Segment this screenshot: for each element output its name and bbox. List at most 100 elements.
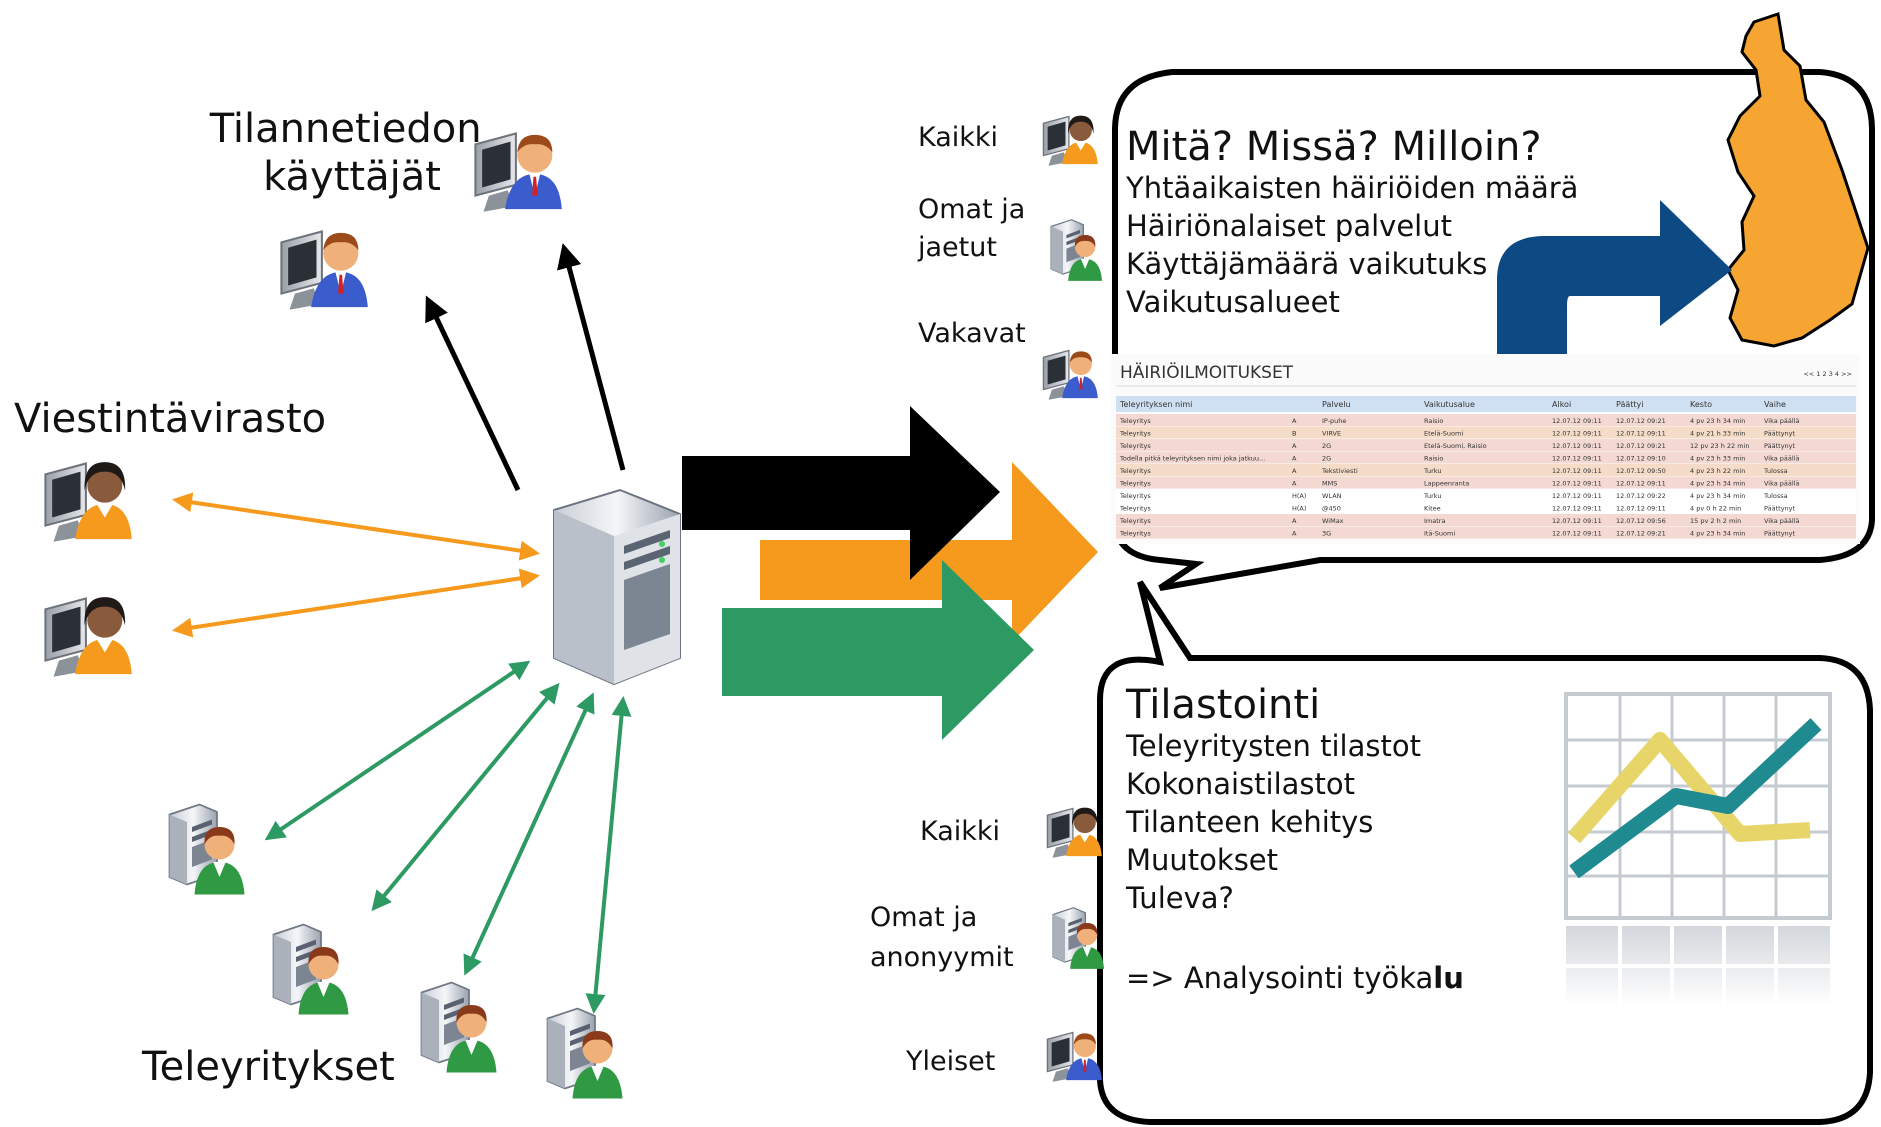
table-cell: 2G (1322, 442, 1331, 450)
arrow-agency-a (172, 492, 540, 561)
table-cell: Kitee (1424, 505, 1441, 513)
server-user-icon (420, 981, 498, 1074)
table-cell: 12.07.12 09:10 (1616, 455, 1666, 463)
table-cell: WiMax (1322, 517, 1344, 525)
table-cell: MMS (1322, 480, 1337, 488)
table-cell: 4 pv 23 h 33 min (1690, 455, 1745, 463)
user-computer-icon (1042, 349, 1099, 401)
server-user-icon (1050, 219, 1103, 282)
table-header-cell[interactable]: Vaikutusalue (1424, 400, 1475, 409)
table-header-cell[interactable]: Palvelu (1322, 400, 1351, 409)
table-cell: Raisio (1424, 455, 1443, 463)
table-cell: 12.07.12 09:11 (1552, 480, 1602, 488)
table-cell: Turku (1423, 492, 1441, 500)
table-cell: Teleyritys (1119, 530, 1151, 538)
table-header-cell[interactable]: Päättyi (1616, 400, 1644, 409)
server-user-icon (1052, 907, 1105, 970)
table-cell: Päättynyt (1764, 430, 1796, 438)
top-panel-line: Käyttäjämäärä vaikutuks (1126, 247, 1487, 281)
table-cell: A (1292, 517, 1297, 525)
table-cell: A (1292, 442, 1297, 450)
table-cell: 12.07.12 09:11 (1552, 430, 1602, 438)
arrow-operator-a (264, 660, 531, 841)
incident-table-title: HÄIRIÖILMOITUKSET (1120, 361, 1294, 383)
table-row[interactable] (1116, 526, 1856, 539)
table-cell: H(A) (1292, 505, 1306, 513)
table-row[interactable] (1116, 464, 1856, 476)
bottom-panel-line: Tilanteen kehitys (1125, 805, 1373, 839)
table-cell: 12.07.12 09:11 (1552, 442, 1602, 450)
server-user-icon (272, 923, 350, 1016)
user-computer-icon (44, 461, 133, 543)
table-cell: Päättynyt (1764, 505, 1796, 513)
flow-arrow-green (722, 560, 1034, 740)
table-cell: IP-puhe (1322, 417, 1346, 425)
table-row[interactable] (1116, 451, 1856, 464)
table-cell: Turku (1423, 467, 1441, 475)
table-header-cell[interactable]: Alkoi (1552, 400, 1571, 409)
table-row[interactable] (1116, 501, 1856, 514)
table-cell: Etelä-Suomi (1424, 430, 1463, 438)
table-row[interactable] (1116, 414, 1856, 426)
top-panel-line: Yhtäaikaisten häiriöiden määrä (1125, 171, 1578, 205)
table-cell: 4 pv 23 h 34 min (1690, 530, 1745, 538)
access-level-label: Omat ja anonyymit (870, 902, 1014, 973)
table-row[interactable] (1116, 489, 1856, 501)
table-cell: Teleyritys (1119, 442, 1151, 450)
table-cell: Vika päällä (1764, 517, 1800, 525)
table-row[interactable] (1116, 439, 1856, 451)
arrow-operator-b (371, 682, 560, 912)
agency-label: Viestintävirasto (14, 396, 326, 442)
table-header-cell[interactable]: Kesto (1690, 400, 1712, 409)
table-cell: Raisio (1424, 417, 1443, 425)
server-icon (553, 488, 681, 686)
table-header-cell[interactable]: Vaihe (1764, 400, 1786, 409)
user-computer-icon (1042, 115, 1099, 167)
table-cell: A (1292, 480, 1297, 488)
top-panel-heading: Mitä? Missä? Milloin? (1126, 124, 1542, 170)
server-user-icon (546, 1007, 624, 1100)
table-cell: 2G (1322, 455, 1331, 463)
table-cell: Tulossa (1763, 492, 1788, 500)
table-cell: 12.07.12 09:22 (1616, 492, 1666, 500)
table-cell: 12.07.12 09:11 (1552, 417, 1602, 425)
table-cell: Todella pitkä teleyrityksen nimi joka ja… (1119, 455, 1265, 463)
arrow-operator-d (585, 696, 632, 1014)
table-cell: 12 pv 23 h 22 min (1690, 442, 1750, 450)
table-row[interactable] (1116, 426, 1856, 439)
table-cell: Vika päällä (1764, 455, 1800, 463)
table-cell: 12.07.12 09:11 (1616, 430, 1666, 438)
table-cell: 12.07.12 09:11 (1616, 480, 1666, 488)
bottom-panel-line: Muutokset (1126, 843, 1278, 877)
table-cell: Teleyritys (1119, 492, 1151, 500)
table-cell: A (1292, 417, 1297, 425)
table-cell: 12.07.12 09:50 (1616, 467, 1666, 475)
table-cell: H(A) (1292, 492, 1306, 500)
table-cell: 12.07.12 09:11 (1552, 517, 1602, 525)
table-cell: 12.07.12 09:21 (1616, 417, 1666, 425)
finland-map-icon (1726, 12, 1870, 348)
table-cell: Teleyritys (1119, 430, 1151, 438)
table-cell: 12.07.12 09:11 (1552, 455, 1602, 463)
bottom-panel-line: Tuleva? (1125, 881, 1234, 915)
table-cell: Päättynyt (1764, 530, 1796, 538)
incident-table-pager: << 1 2 3 4 >> (1803, 370, 1852, 378)
arrow-server-to-user-b (557, 243, 626, 471)
top-panel-line: Vaikutusalueet (1126, 285, 1340, 319)
table-cell: 15 pv 2 h 2 min (1690, 517, 1741, 525)
table-header-cell[interactable]: Teleyrityksen nimi (1119, 400, 1192, 409)
table-cell: 4 pv 23 h 34 min (1690, 480, 1745, 488)
table-cell: 12.07.12 09:11 (1552, 505, 1602, 513)
table-cell: @450 (1322, 505, 1341, 513)
user-computer-icon (280, 230, 369, 311)
arrow-operator-c (463, 692, 595, 976)
table-cell: WLAN (1322, 492, 1342, 500)
server-user-icon (168, 803, 246, 896)
table-cell: 4 pv 23 h 22 min (1690, 467, 1745, 475)
table-cell: 4 pv 23 h 34 min (1690, 417, 1745, 425)
table-row[interactable] (1116, 514, 1856, 526)
table-cell: Tekstiviesti (1321, 467, 1358, 475)
table-cell: A (1292, 455, 1297, 463)
table-cell: Lappeenranta (1424, 480, 1469, 488)
table-row[interactable] (1116, 476, 1856, 489)
